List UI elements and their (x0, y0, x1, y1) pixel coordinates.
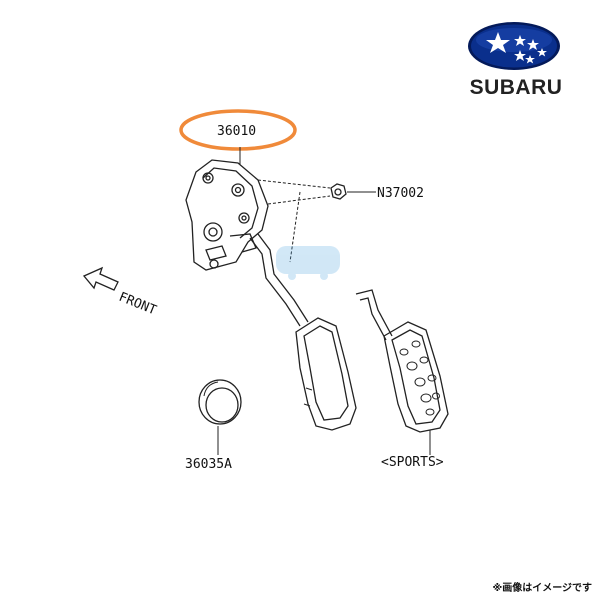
sports-pedal (355, 289, 449, 455)
dashed-leader-mid (267, 195, 331, 205)
dashed-leader-down (289, 191, 301, 263)
dashed-leader-top (257, 179, 331, 189)
pedal-assembly (185, 159, 357, 431)
pedal-hole (399, 340, 440, 416)
nut-part (330, 183, 376, 200)
star-icon (486, 32, 547, 64)
front-direction: FRONT (82, 266, 159, 319)
part-label-sports: <SPORTS> (381, 455, 444, 470)
part-label-36010: 36010 (217, 124, 256, 139)
subaru-logo (468, 22, 560, 70)
watermark-logo (276, 246, 340, 280)
cap-part (198, 379, 242, 455)
front-label: FRONT (117, 290, 159, 319)
brand-name: SUBARU (469, 76, 563, 99)
part-highlight-ellipse (179, 109, 297, 151)
arrow-left-icon (82, 266, 119, 291)
image-note: ※画像はイメージです (492, 583, 592, 594)
part-label-n37002: N37002 (377, 186, 424, 201)
part-label-36035a: 36035A (185, 457, 232, 472)
